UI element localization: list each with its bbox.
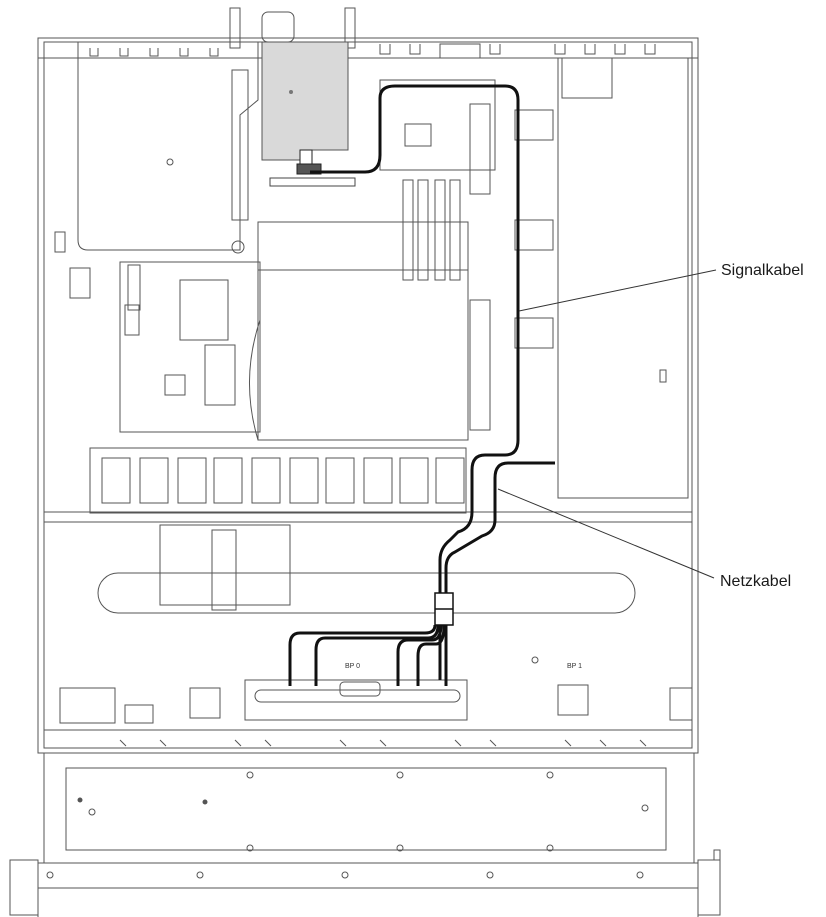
cable-guide <box>97 524 636 614</box>
signal-cable-label: Signalkabel <box>721 262 804 279</box>
power-cable <box>444 461 555 628</box>
backplane-cables <box>288 624 448 686</box>
backplane-area <box>44 656 693 747</box>
power-supply <box>514 57 689 499</box>
bezel-details <box>46 771 721 879</box>
rear-vents <box>89 7 656 59</box>
power-cable-label: Netzkabel <box>720 573 792 590</box>
signal-cable <box>310 84 520 680</box>
fan-assembly <box>44 447 692 523</box>
backplane-1-label: BP 1 <box>567 663 582 670</box>
callout-leaders <box>497 269 717 579</box>
pci-riser-cage <box>77 41 259 254</box>
pci-adapter <box>261 41 356 187</box>
backplane-0-label: BP 0 <box>345 663 360 670</box>
chassis <box>9 37 721 917</box>
